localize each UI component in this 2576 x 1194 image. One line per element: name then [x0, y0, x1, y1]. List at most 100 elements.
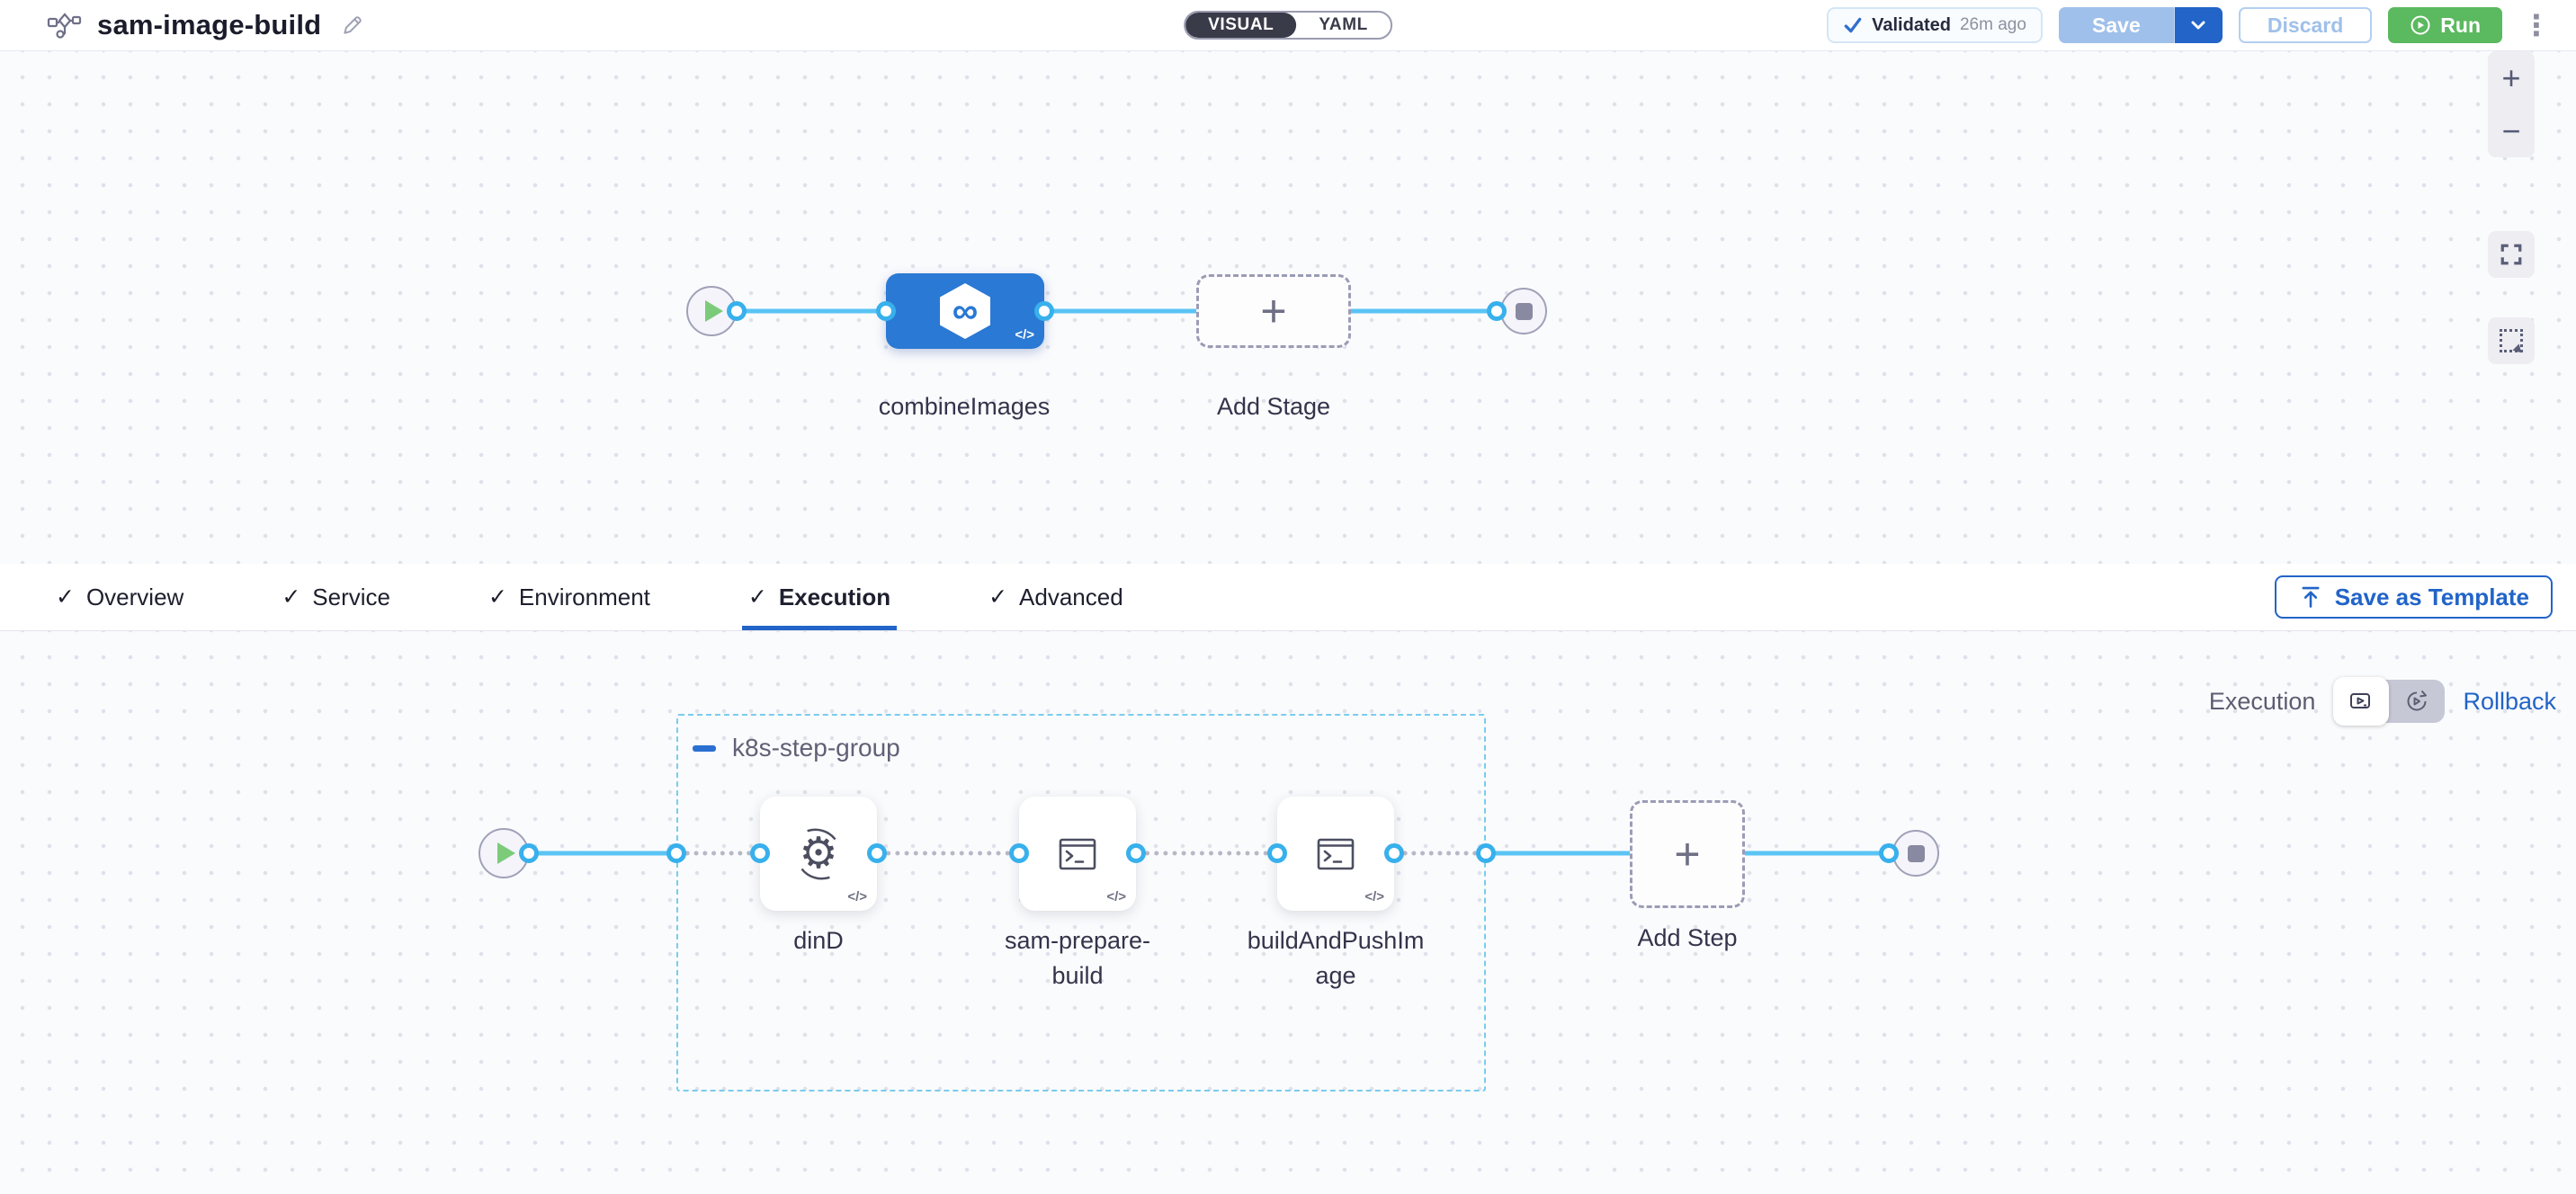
connector-port[interactable] [1487, 301, 1507, 321]
marquee-select-icon [2500, 329, 2523, 352]
validated-badge[interactable]: Validated 26m ago [1827, 7, 2043, 43]
stop-icon [1515, 302, 1533, 320]
pipeline-end-node[interactable] [1500, 288, 1547, 334]
save-split-button: Save [2058, 7, 2223, 43]
edit-title-button[interactable] [341, 13, 364, 37]
tab-label: Service [312, 583, 390, 610]
connector-port[interactable] [1126, 843, 1146, 863]
tab-label: Environment [518, 583, 650, 610]
more-options-button[interactable]: ⋮ [2518, 11, 2554, 40]
connector-port[interactable] [519, 843, 539, 863]
play-icon [497, 842, 515, 864]
connector-line [1351, 308, 1497, 314]
code-icon: </> [1015, 327, 1034, 343]
dashed-connector [676, 851, 760, 856]
tab-overview[interactable]: ✓ Overview [49, 564, 190, 630]
check-icon: ✓ [747, 584, 767, 610]
save-options-button[interactable] [2173, 7, 2223, 43]
execution-end-node[interactable] [1892, 830, 1939, 877]
add-step-label: Add Step [1637, 924, 1738, 951]
check-icon: ✓ [56, 584, 75, 610]
infinity-glyph: ∞ [952, 291, 979, 331]
dashed-connector [1136, 851, 1277, 856]
run-play-icon [2411, 15, 2430, 35]
connector-port[interactable] [727, 301, 747, 321]
top-bar: sam-image-build VISUAL YAML Validated 26… [0, 0, 2576, 51]
check-icon: ✓ [487, 584, 507, 610]
step-node-dind[interactable]: ⚙ </> [760, 797, 877, 911]
sync-arrows-icon [801, 828, 836, 879]
tab-service[interactable]: ✓ Service [275, 564, 397, 630]
tab-label: Execution [778, 583, 891, 610]
validated-label: Validated [1872, 14, 1951, 35]
tab-label: Overview [85, 583, 184, 610]
marquee-select-button[interactable] [2488, 317, 2535, 364]
execution-rollback-switch: Execution Rollback [2209, 677, 2556, 726]
save-button[interactable]: Save [2058, 7, 2174, 43]
discard-button[interactable]: Discard [2238, 7, 2373, 43]
mode-toggle [2333, 677, 2446, 726]
connector-line [737, 308, 886, 314]
add-step-button[interactable]: + [1630, 800, 1745, 908]
step-node-buildandpushimage[interactable]: </> [1277, 797, 1394, 911]
stage-name-label: combineImages [878, 393, 1051, 420]
visual-yaml-toggle: VISUAL YAML [1184, 11, 1392, 40]
connector-line [1486, 851, 1630, 856]
connector-line [1044, 308, 1196, 314]
save-as-template-button[interactable]: Save as Template [2274, 575, 2553, 619]
page-title: sam-image-build [97, 9, 322, 40]
pencil-icon [344, 16, 362, 34]
zoom-out-button[interactable]: − [2501, 111, 2521, 149]
step-group-header: k8s-step-group [693, 734, 900, 762]
step-node-sam-prepare-build[interactable]: </> [1019, 797, 1136, 911]
stop-icon [1907, 844, 1925, 862]
execution-play-icon [2350, 693, 2371, 708]
run-button[interactable]: Run [2388, 7, 2502, 43]
collapse-group-icon[interactable] [693, 744, 716, 752]
rollback-mode-button[interactable] [2389, 680, 2445, 723]
connector-port[interactable] [1009, 843, 1029, 863]
save-as-template-label: Save as Template [2334, 583, 2529, 610]
fullscreen-button[interactable] [2488, 231, 2535, 278]
tab-label: Advanced [1019, 583, 1123, 610]
code-icon: </> [1106, 889, 1126, 904]
dashed-connector [1394, 851, 1486, 856]
connector-line [1745, 851, 1889, 856]
rollback-link[interactable]: Rollback [2463, 687, 2556, 715]
step-group-boundary[interactable] [676, 714, 1486, 1092]
connector-port[interactable] [867, 843, 887, 863]
stage-graph-canvas[interactable]: ∞ </> + combineImages Add Stage + − [0, 51, 2576, 564]
gear-glyph: ⚙ [799, 829, 838, 878]
add-stage-button[interactable]: + [1196, 274, 1351, 348]
connector-port[interactable] [1034, 301, 1054, 321]
connector-port[interactable] [1879, 843, 1899, 863]
run-script-terminal-icon [1317, 838, 1355, 869]
upload-icon [2302, 586, 2320, 608]
execution-mode-button[interactable] [2333, 677, 2390, 726]
dashed-connector [877, 851, 1019, 856]
plus-icon: + [1674, 829, 1701, 879]
pipeline-icon [47, 13, 82, 39]
tab-execution[interactable]: ✓ Execution [741, 564, 898, 630]
connector-line [529, 851, 676, 856]
stage-node-combineimages[interactable]: ∞ </> [886, 273, 1044, 349]
zoom-in-button[interactable]: + [2501, 58, 2521, 96]
execution-start-node[interactable] [479, 828, 529, 878]
run-label: Run [2440, 13, 2481, 37]
execution-graph-canvas[interactable]: Execution Rollback k8s-step-group ⚙ [0, 631, 2576, 1194]
step-name-label: buildAndPushImage [1247, 927, 1425, 990]
connector-port[interactable] [1267, 843, 1287, 863]
tab-advanced[interactable]: ✓ Advanced [982, 564, 1130, 630]
connector-port[interactable] [750, 843, 770, 863]
step-group-name: k8s-step-group [732, 734, 900, 762]
tab-environment[interactable]: ✓ Environment [482, 564, 657, 630]
toggle-yaml[interactable]: YAML [1296, 13, 1390, 38]
connector-port[interactable] [1476, 843, 1496, 863]
connector-port[interactable] [1384, 843, 1404, 863]
connector-port[interactable] [876, 301, 896, 321]
toggle-visual[interactable]: VISUAL [1185, 13, 1297, 38]
connector-port[interactable] [666, 843, 686, 863]
tabs: ✓ Overview ✓ Service ✓ Environment ✓ Exe… [49, 564, 1130, 630]
play-icon [705, 300, 723, 322]
check-icon [1844, 17, 1862, 33]
